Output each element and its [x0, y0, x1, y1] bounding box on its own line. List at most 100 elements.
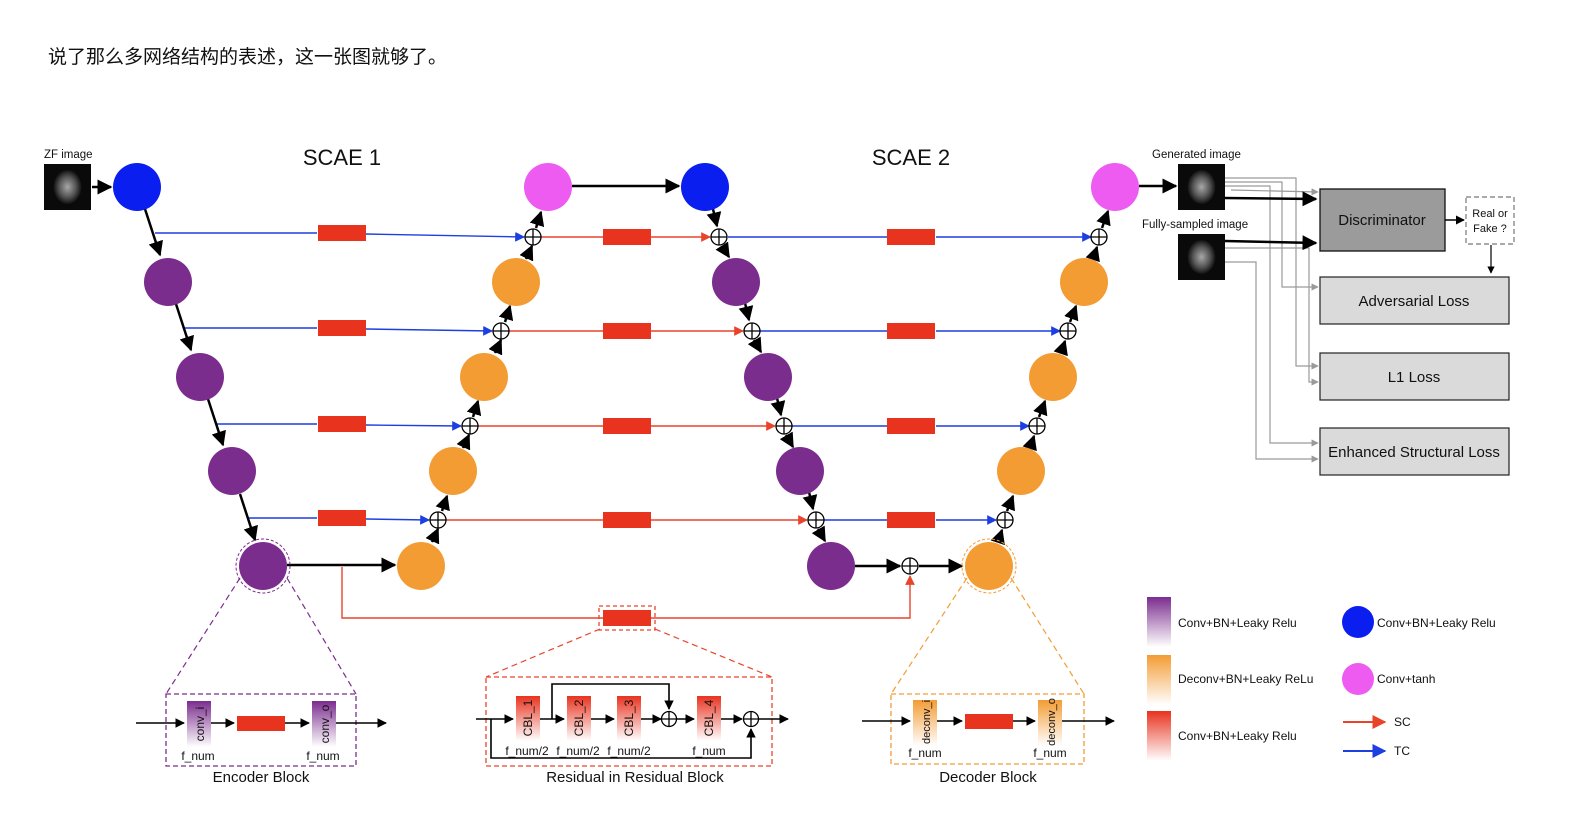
add-node [807, 511, 825, 529]
real-or-fake-text-2: Fake ? [1473, 223, 1507, 235]
rir-block [603, 323, 651, 339]
tanh-node [1091, 163, 1139, 211]
rir-block [318, 416, 366, 432]
decoder-node [997, 447, 1045, 495]
decoder-node [460, 353, 508, 401]
conv-node-blue [681, 163, 729, 211]
encoder-node [239, 542, 287, 590]
residual-block-title: Residual in Residual Block [546, 769, 724, 786]
sc-connections [341, 232, 915, 619]
rir-block [887, 323, 935, 339]
cbl4-label: CBL_4 [702, 699, 716, 736]
deconv-i-label: deconv_i [921, 700, 933, 744]
rir-block [887, 418, 935, 434]
add-node [1028, 417, 1046, 435]
fully-sampled-image-label: Fully-sampled image [1142, 219, 1248, 231]
deconv-o-label: deconv_o [1046, 698, 1058, 746]
encoder-node [176, 353, 224, 401]
rir-block-bottleneck [603, 610, 651, 626]
legend-sc-label: SC [1394, 715, 1411, 729]
residual-block: CBL_1 CBL_2 CBL_3 CBL_4 f_num/2 f_num/2 … [476, 676, 789, 786]
rir-block [603, 418, 651, 434]
decoder-node [492, 258, 540, 306]
legend-blue-label: Conv+BN+Leaky Relu [1377, 616, 1496, 630]
rir-block [603, 229, 651, 245]
encoder-fnum-out: f_num [306, 749, 339, 763]
conv-o-label: conv_o [318, 704, 332, 743]
decoder-block-title: Decoder Block [939, 769, 1037, 786]
add-node [901, 557, 919, 575]
decoder-node [1029, 353, 1077, 401]
legend-red-label: Conv+BN+Leaky Relu [1178, 729, 1297, 743]
scae2-title: SCAE 2 [872, 145, 950, 170]
rir-block [603, 512, 651, 528]
rir-block [318, 510, 366, 526]
decoder-fnum-in: f_num [908, 746, 941, 760]
legend-magenta-swatch [1342, 663, 1374, 695]
rir-block [318, 320, 366, 336]
adversarial-loss-box: Adversarial Loss [1319, 276, 1510, 325]
encoder-node [208, 447, 256, 495]
page-caption: 说了那么多网络结构的表述，这一张图就够了。 [48, 46, 448, 68]
main-flow [143, 178, 1178, 574]
encoder-block: conv_i conv_o f_num f_num Encoder Block [136, 693, 387, 786]
cbl1-fnum: f_num/2 [505, 744, 549, 758]
decoder-node [397, 542, 445, 590]
add-node [1090, 228, 1108, 246]
cbl3-fnum: f_num/2 [607, 744, 651, 758]
discriminator-box: Discriminator [1319, 188, 1446, 252]
zf-image-label: ZF image [44, 149, 93, 161]
decoder-highlight [961, 538, 1017, 594]
add-node [743, 322, 761, 340]
adversarial-loss-label: Adversarial Loss [1359, 293, 1470, 310]
add-node [461, 417, 479, 435]
real-or-fake-box: Real or Fake ? [1465, 196, 1515, 245]
legend-purple-label: Conv+BN+Leaky Relu [1178, 616, 1297, 630]
add-node [775, 417, 793, 435]
conv-i-label: conv_i [193, 707, 207, 742]
add-node [429, 511, 447, 529]
generated-image-label: Generated image [1152, 149, 1241, 161]
cbl1-label: CBL_1 [521, 699, 535, 736]
decoder-node [429, 447, 477, 495]
add-node [524, 228, 542, 246]
encoder-node [776, 447, 824, 495]
encoder-fnum-in: f_num [181, 749, 214, 763]
real-or-fake-text-1: Real or [1472, 208, 1508, 220]
structural-loss-box: Enhanced Structural Loss [1319, 427, 1510, 476]
generated-image [1178, 164, 1225, 210]
cbl4-fnum: f_num [692, 744, 725, 758]
add-node [710, 228, 728, 246]
rir-block [887, 512, 935, 528]
decoder-node [1060, 258, 1108, 306]
l1-loss-box: L1 Loss [1319, 352, 1510, 401]
fully-sampled-image [1178, 234, 1225, 280]
legend-magenta-label: Conv+tanh [1377, 672, 1435, 686]
add-node [996, 511, 1014, 529]
encoder-node [712, 258, 760, 306]
legend-purple-swatch [1147, 597, 1171, 647]
add-node [492, 322, 510, 340]
legend-tc-label: TC [1394, 744, 1410, 758]
decoder-fnum-out: f_num [1033, 746, 1066, 760]
zf-image [44, 164, 91, 210]
encoder-node [807, 542, 855, 590]
encoder-block-title: Encoder Block [213, 769, 310, 786]
rir-block [887, 229, 935, 245]
legend-blue-swatch [1342, 606, 1374, 638]
legend-orange-swatch [1147, 655, 1171, 705]
cbl3-label: CBL_3 [622, 699, 636, 736]
encoder-highlight [235, 538, 291, 594]
decoder-block: deconv_i deconv_o f_num f_num Decoder Bl… [862, 693, 1115, 786]
decoder-node [965, 542, 1013, 590]
legend-orange-label: Deconv+BN+Leaky ReLu [1178, 672, 1313, 686]
add-node [1059, 322, 1077, 340]
legend-red-swatch [1147, 711, 1171, 761]
discriminator-label: Discriminator [1338, 212, 1426, 229]
scae1-title: SCAE 1 [303, 145, 381, 170]
cbl2-fnum: f_num/2 [556, 744, 600, 758]
legend: Conv+BN+Leaky Relu Deconv+BN+Leaky ReLu … [1147, 597, 1496, 761]
cbl2-label: CBL_2 [572, 699, 586, 736]
conv-node-blue [113, 163, 161, 211]
